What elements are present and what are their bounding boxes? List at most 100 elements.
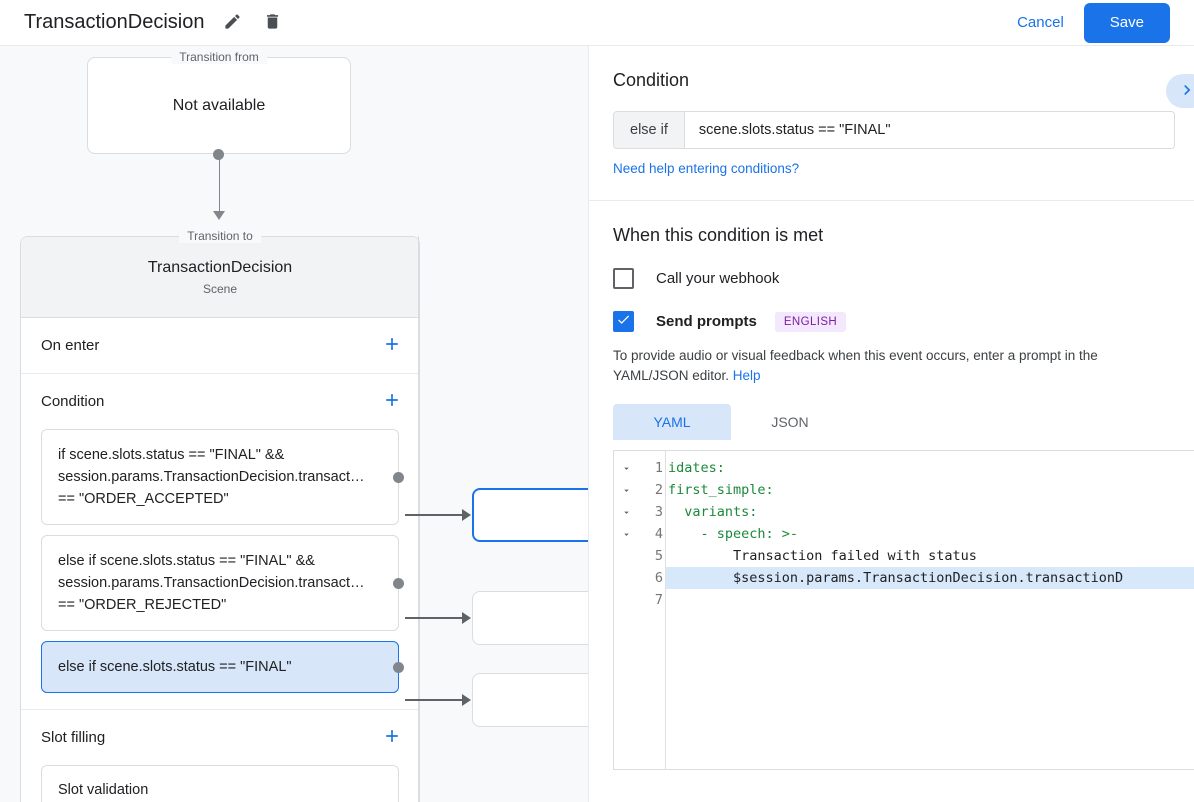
- when-condition-met-section: When this condition is met Call your web…: [589, 201, 1194, 770]
- condition-prefix-label: else if: [614, 112, 685, 148]
- line-number: 5: [654, 548, 663, 564]
- editor-code-area[interactable]: idates: first_simple: variants: - speech:…: [666, 451, 1194, 769]
- code-line[interactable]: [666, 589, 1194, 611]
- send-prompts-checkbox[interactable]: [613, 311, 634, 332]
- editor-fold-column: [614, 451, 638, 769]
- condition-details-panel: Condition else if scene.slots.status == …: [588, 46, 1194, 802]
- canvas-vertical-rail: [418, 236, 419, 802]
- send-prompts-label: Send prompts: [656, 313, 757, 330]
- need-help-conditions-link[interactable]: Need help entering conditions?: [613, 161, 800, 176]
- scene-card-header: Transition to TransactionDecision Scene: [21, 229, 419, 318]
- pencil-icon: [223, 12, 242, 34]
- add-condition-button[interactable]: [379, 389, 405, 415]
- section-condition-title: Condition: [41, 393, 105, 410]
- section-condition-body: if scene.slots.status == "FINAL" && sess…: [21, 429, 419, 709]
- when-condition-met-heading: When this condition is met: [613, 225, 824, 245]
- section-on-enter: On enter: [21, 318, 419, 374]
- code-line[interactable]: variants:: [666, 501, 1194, 523]
- transition-from-legend: Transition from: [171, 50, 267, 64]
- code-line[interactable]: first_simple:: [666, 479, 1194, 501]
- connector-dot-top: [213, 149, 224, 160]
- fold-toggle-icon[interactable]: [614, 501, 638, 523]
- section-slot-filling: Slot filling Slot validation: [21, 710, 419, 802]
- section-slot-filling-title: Slot filling: [41, 729, 106, 746]
- fold-toggle-icon[interactable]: [614, 523, 638, 545]
- prompts-helper-sentence: To provide audio or visual feedback when…: [613, 348, 1098, 383]
- transition-target-box-0[interactable]: [472, 488, 588, 542]
- check-icon: [616, 312, 631, 332]
- fold-toggle-icon[interactable]: [614, 457, 638, 479]
- fold-spacer: [614, 567, 638, 589]
- trash-icon: [263, 12, 282, 34]
- condition-item-1[interactable]: else if scene.slots.status == "FINAL" &&…: [41, 535, 404, 631]
- line-number: 7: [654, 592, 663, 608]
- code-line-text: first_simple:: [668, 482, 774, 498]
- slot-validation-item[interactable]: Slot validation: [41, 765, 399, 802]
- condition-header-section: Condition else if scene.slots.status == …: [589, 46, 1194, 200]
- condition-item-2[interactable]: else if scene.slots.status == "FINAL": [41, 641, 404, 693]
- top-app-bar: TransactionDecision Cancel Save: [0, 0, 1194, 46]
- condition-item-0[interactable]: if scene.slots.status == "FINAL" && sess…: [41, 429, 404, 525]
- condition-panel-title: Condition: [613, 70, 690, 90]
- condition-item-text: else if scene.slots.status == "FINAL" &&…: [58, 553, 365, 613]
- panel-divider: [589, 200, 1194, 201]
- edge-line-0: [405, 514, 462, 516]
- chevron-right-icon: [1177, 80, 1194, 103]
- edge-arrowhead-2: [462, 694, 471, 706]
- scene-graph-canvas[interactable]: Transition from Not available Transition…: [0, 46, 588, 802]
- line-number: 3: [654, 504, 663, 520]
- collapse-panel-button[interactable]: [1166, 74, 1194, 108]
- tab-yaml[interactable]: YAML: [613, 404, 731, 440]
- transition-target-box-2[interactable]: [472, 673, 588, 727]
- line-number: 4: [654, 526, 663, 542]
- code-line-text: Transaction failed with status: [668, 548, 977, 564]
- section-slot-filling-header: Slot filling: [21, 710, 419, 765]
- transition-target-box-1[interactable]: [472, 591, 588, 645]
- add-slot-filling-button[interactable]: [379, 725, 405, 751]
- plus-icon: [382, 726, 402, 749]
- section-on-enter-title: On enter: [41, 337, 100, 354]
- code-line[interactable]: idates:: [666, 457, 1194, 479]
- call-webhook-label: Call your webhook: [656, 270, 780, 287]
- call-webhook-row[interactable]: Call your webhook: [613, 268, 1170, 289]
- code-line-text: $session.params.TransactionDecision.tran…: [668, 570, 1124, 586]
- condition-expression-field[interactable]: else if scene.slots.status == "FINAL": [613, 111, 1175, 149]
- line-number: 2: [654, 482, 663, 498]
- connector-arrowhead-down: [213, 211, 225, 220]
- condition-connector-dot: [392, 577, 404, 589]
- send-prompts-row[interactable]: Send prompts ENGLISH: [613, 311, 1170, 332]
- page-title: TransactionDecision: [24, 11, 205, 33]
- section-condition-header: Condition: [21, 374, 419, 429]
- line-number: 1: [654, 460, 663, 476]
- section-on-enter-header: On enter: [21, 318, 419, 373]
- call-webhook-checkbox[interactable]: [613, 268, 634, 289]
- cancel-button[interactable]: Cancel: [1007, 6, 1074, 39]
- connector-line-vertical: [218, 155, 220, 213]
- transition-to-legend: Transition to: [179, 229, 261, 243]
- code-line-text: idates:: [668, 460, 725, 476]
- condition-expression-input[interactable]: scene.slots.status == "FINAL": [684, 112, 1174, 148]
- tab-json[interactable]: JSON: [771, 414, 809, 430]
- code-line[interactable]: $session.params.TransactionDecision.tran…: [666, 567, 1194, 589]
- transition-from-value: Not available: [172, 96, 266, 114]
- section-condition: Condition if scene.slots.status == "FINA…: [21, 374, 419, 710]
- edit-name-button[interactable]: [218, 9, 246, 37]
- code-line-text: variants:: [668, 504, 758, 520]
- fold-spacer: [614, 589, 638, 611]
- save-button[interactable]: Save: [1083, 2, 1170, 43]
- code-line[interactable]: Transaction failed with status: [666, 545, 1194, 567]
- condition-connector-dot: [392, 661, 404, 673]
- editor-format-tabs: YAML JSON: [613, 404, 1170, 440]
- fold-toggle-icon[interactable]: [614, 479, 638, 501]
- add-on-enter-button[interactable]: [379, 333, 405, 359]
- condition-item-text: if scene.slots.status == "FINAL" && sess…: [58, 447, 365, 507]
- canvas-inner: Transition from Not available Transition…: [0, 46, 588, 802]
- plus-icon: [382, 334, 402, 357]
- section-slot-filling-body: Slot validation: [21, 765, 419, 802]
- delete-button[interactable]: [258, 9, 286, 37]
- code-line[interactable]: - speech: >-: [666, 523, 1194, 545]
- prompts-help-link[interactable]: Help: [732, 368, 761, 383]
- scene-card: Transition to TransactionDecision Scene …: [20, 229, 420, 802]
